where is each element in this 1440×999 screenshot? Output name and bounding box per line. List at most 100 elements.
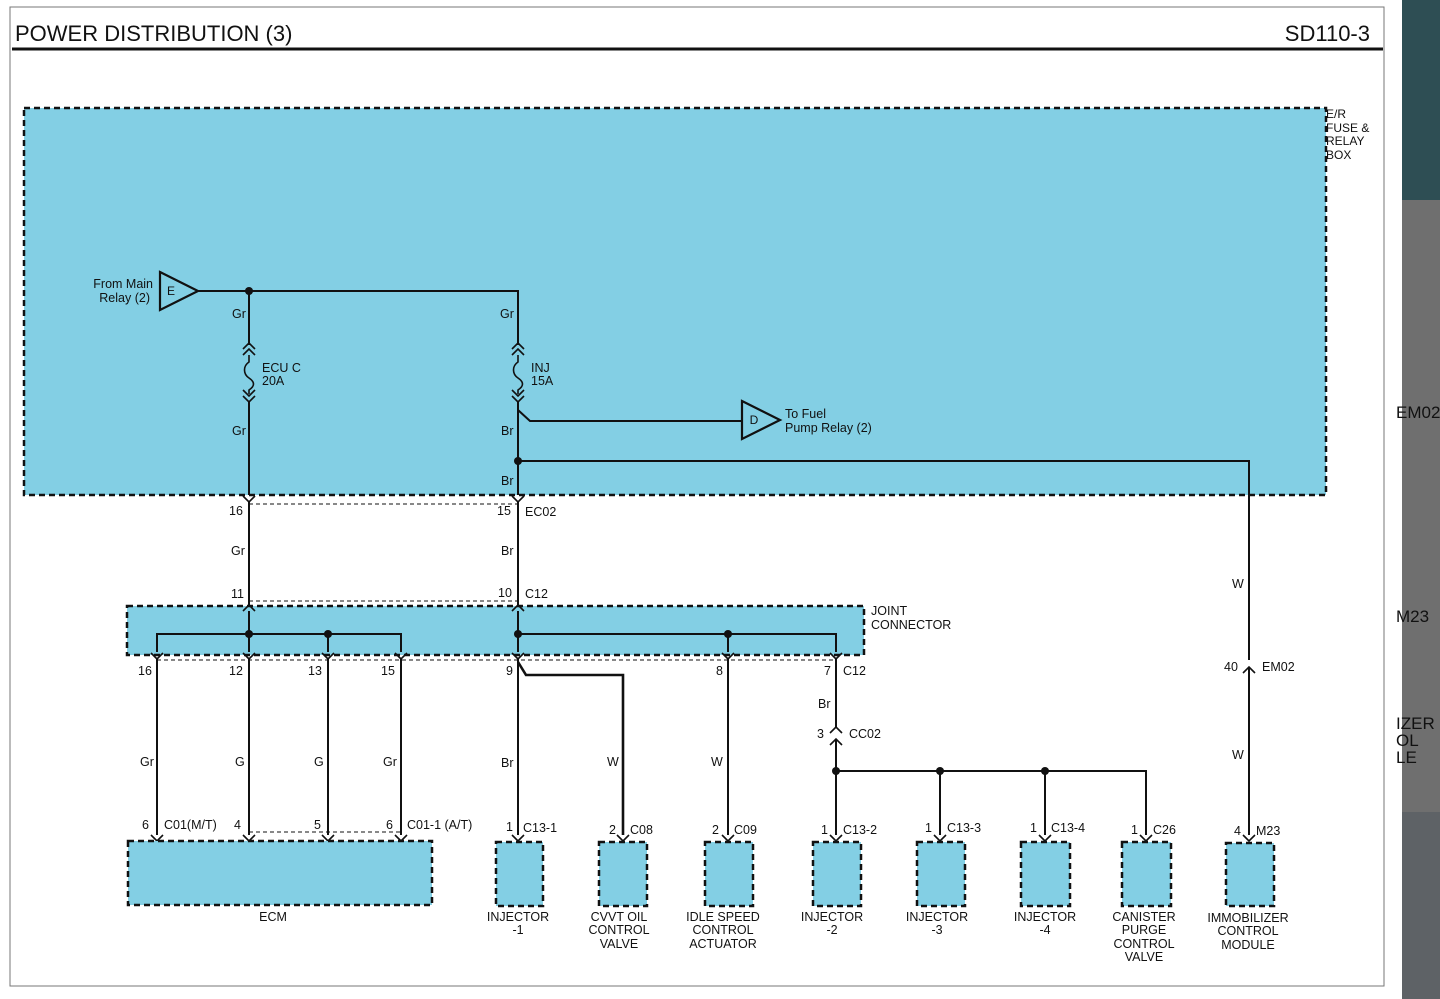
injector-2-label-2: -2 — [826, 923, 837, 937]
wiring-diagram: POWER DISTRIBUTION (3) SD110-3 E/R FUSE … — [9, 6, 1385, 987]
c12-pin-10: 10 — [498, 586, 512, 600]
component-injector-2: 1 C13-2 INJECTOR -2 — [801, 823, 877, 937]
component-idle-speed-actuator: 2 C09 IDLE SPEED CONTROL ACTUATOR — [686, 823, 760, 951]
immobilizer-label-3: MODULE — [1221, 938, 1274, 952]
cc02-pin-3: 3 — [817, 727, 824, 741]
canister-label-4: VALVE — [1125, 950, 1163, 964]
wire-color-gr-6: Gr — [383, 755, 397, 769]
wire-cvvt — [516, 661, 625, 835]
idle-speed-label-3: ACTUATOR — [689, 937, 757, 951]
wire-color-gr-4: Gr — [231, 544, 245, 558]
adjacent-label-line-3: LE — [1396, 748, 1417, 767]
canister-pin: 1 — [1131, 823, 1138, 837]
wire-color-w-2: W — [711, 755, 723, 769]
wire-to-immobilizer — [518, 460, 1250, 660]
splice-inj-3 — [936, 767, 944, 775]
component-immobilizer-module: 4 M23 IMMOBILIZER CONTROL MODULE — [1207, 824, 1288, 952]
em02-pin-40: 40 — [1224, 660, 1238, 674]
c12-pin-9: 9 — [506, 664, 513, 678]
idle-speed-pin: 2 — [712, 823, 719, 837]
em02-label: EM02 — [1262, 660, 1295, 674]
wire-color-br-2: Br — [501, 474, 514, 488]
cvvt-conn: C08 — [630, 823, 653, 837]
terminal-e-label: E — [167, 284, 175, 298]
wire-color-gr-5: Gr — [140, 755, 154, 769]
injector-4-pin: 1 — [1030, 821, 1037, 835]
c12-pin-16: 16 — [138, 664, 152, 678]
immobilizer-pin: 4 — [1234, 824, 1241, 838]
component-canister-purge-valve: 1 C26 CANISTER PURGE CONTROL VALVE — [1112, 823, 1176, 964]
c12-pin-11: 11 — [231, 587, 244, 601]
splice-inj-2 — [832, 767, 840, 775]
idle-speed-label-1: IDLE SPEED — [686, 910, 760, 924]
joint-connector-label-1: JOINT — [871, 604, 907, 618]
fuse-relay-box — [22, 106, 1328, 497]
injector-3-conn: C13-3 — [947, 821, 981, 835]
joint-connector-box — [125, 604, 866, 657]
ec02-pin-15: 15 — [497, 504, 511, 518]
injector-1-label-2: -1 — [512, 923, 523, 937]
terminal-d-triangle — [740, 399, 783, 441]
page-frame — [9, 6, 1385, 987]
adjacent-label-line-1: IZER — [1396, 714, 1435, 733]
injector-2-pin: 1 — [821, 823, 828, 837]
joint-splice-3 — [514, 630, 522, 638]
idle-speed-label-2: CONTROL — [692, 923, 753, 937]
ecm-pin-5: 5 — [314, 818, 321, 832]
idle-speed-conn: C09 — [734, 823, 757, 837]
ecm-pin-6-at: 6 — [386, 818, 393, 832]
wire-color-br-5: Br — [818, 697, 831, 711]
fuse-inj-symbol — [512, 355, 524, 394]
c12-top-label: C12 — [525, 587, 548, 601]
splice-inj-4 — [1041, 767, 1049, 775]
injector-4-label-1: INJECTOR — [1014, 910, 1076, 924]
immobilizer-label-2: CONTROL — [1217, 924, 1278, 938]
wire-color-w-1: W — [607, 755, 619, 769]
wire-color-g-1: G — [235, 755, 245, 769]
fuse-inj-label-2: 15A — [531, 374, 554, 388]
terminal-d-label: D — [750, 413, 759, 427]
ec02-pin-16: 16 — [229, 504, 243, 518]
cvvt-label-1: CVVT OIL — [591, 910, 648, 924]
cvvt-pin: 2 — [609, 823, 616, 837]
from-main-relay-label-1: From Main — [93, 277, 153, 291]
page-title: POWER DISTRIBUTION (3) — [15, 21, 292, 46]
c12-pin-7: 7 — [824, 664, 831, 678]
from-main-relay-label-2: Relay (2) — [99, 291, 150, 305]
adjacent-label-line-2: OL — [1396, 731, 1419, 750]
canister-label-2: PURGE — [1122, 923, 1166, 937]
cvvt-label-2: CONTROL — [588, 923, 649, 937]
fuse-box-label-2: FUSE & — [1326, 121, 1369, 135]
adjacent-page-top — [1402, 0, 1440, 200]
to-fuel-pump-label-2: Pump Relay (2) — [785, 421, 872, 435]
page-code: SD110-3 — [1285, 21, 1370, 46]
injector-4-conn: C13-4 — [1051, 821, 1085, 835]
wire-color-w-3: W — [1232, 577, 1244, 591]
ecm-pin-4: 4 — [234, 818, 241, 832]
to-fuel-pump-label-1: To Fuel — [785, 407, 826, 421]
c12-bottom-label: C12 — [843, 664, 866, 678]
joint-connector-label-2: CONNECTOR — [871, 618, 951, 632]
adjacent-page-bottom — [1402, 812, 1440, 999]
injector-1-conn: C13-1 — [523, 821, 557, 835]
fuse-box-label-3: RELAY — [1326, 134, 1364, 148]
joint-splice-2 — [324, 630, 332, 638]
wire-color-br-3: Br — [501, 544, 514, 558]
fuse-inj-label-1: INJ — [531, 361, 550, 375]
adjacent-page-panel — [1402, 0, 1440, 999]
wire-color-gr-3: Gr — [232, 424, 246, 438]
wire-main-bus — [198, 290, 519, 345]
fuse-ecu-label-1: ECU C — [262, 361, 301, 375]
joint-splice-4 — [724, 630, 732, 638]
component-injector-3: 1 C13-3 INJECTOR -3 — [906, 821, 981, 937]
ecm-conn-at: C01-1 (A/T) — [407, 818, 472, 832]
canister-conn: C26 — [1153, 823, 1176, 837]
canister-label-3: CONTROL — [1113, 937, 1174, 951]
ecm-conn-mt: C01(M/T) — [164, 818, 217, 832]
wire-color-gr-2: Gr — [500, 307, 514, 321]
injector-1-label-1: INJECTOR — [487, 910, 549, 924]
component-injector-1: 1 C13-1 INJECTOR -1 — [487, 820, 557, 937]
injector-3-label-1: INJECTOR — [906, 910, 968, 924]
fuse-ecu-symbol — [243, 355, 255, 394]
c12-top-pins — [242, 603, 525, 612]
